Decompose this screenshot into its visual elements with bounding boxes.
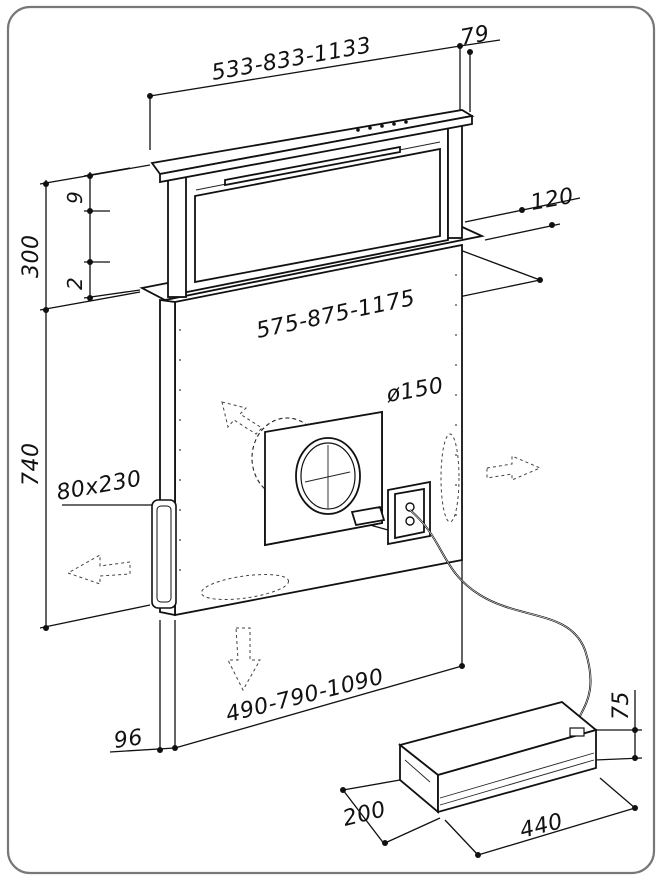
- arrow-up-left-icon: [221, 401, 263, 435]
- dim-bottom-width: 490-790-1090: [223, 664, 386, 727]
- arrow-left-icon: [66, 554, 131, 585]
- dim-motor-height: 75: [609, 691, 634, 720]
- dim-body-height: 740: [19, 443, 44, 487]
- drawing-frame: [6, 5, 656, 875]
- bottom-cutout-dashed: [200, 574, 290, 600]
- dim-glass-lower: 2: [63, 277, 87, 290]
- remote-motor-unit: [398, 701, 598, 814]
- hood-assembly: [139, 109, 485, 617]
- right-side-cutout-dashed: [440, 433, 460, 523]
- dim-rise-height: 300: [19, 235, 44, 279]
- dim-glass-upper: 9: [63, 191, 87, 204]
- arrow-down-icon: [227, 627, 261, 692]
- dim-motor-width: 440: [517, 809, 565, 844]
- dim-hood-width-top: 533-833-1133: [210, 33, 374, 86]
- control-buttons: [356, 120, 408, 132]
- dim-hood-depth-top: 79: [459, 21, 492, 51]
- airflow-arrows: [66, 401, 542, 692]
- side-outlet: [151, 499, 177, 609]
- screw-holes: [179, 274, 457, 571]
- arrow-right-icon: [486, 455, 542, 481]
- dim-bottom-depth: 96: [112, 725, 144, 754]
- dim-slot-depth: 120: [529, 184, 576, 216]
- dim-side-outlet: 80x230: [55, 466, 144, 506]
- dim-motor-depth: 200: [340, 797, 388, 832]
